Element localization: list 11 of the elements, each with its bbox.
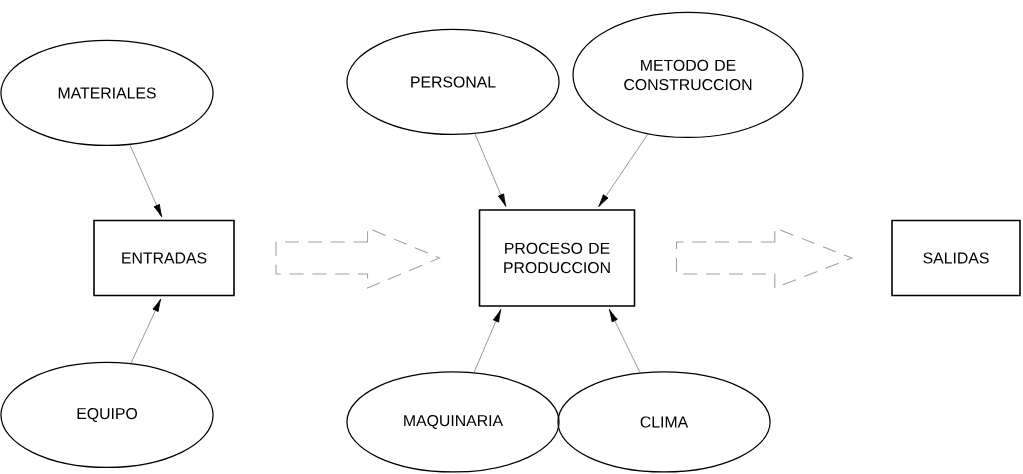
arrow [129,144,163,218]
arrow [598,133,649,208]
arrow [608,309,641,374]
process-box: ENTRADAS [93,219,235,297]
process-box: PROCESO DE PRODUCCION [478,209,636,307]
block-arrow [675,227,854,289]
arrow [474,133,507,207]
arrow [473,309,502,373]
block-arrow [275,227,441,289]
process-box: SALIDAS [891,219,1021,297]
arrow [130,298,162,364]
